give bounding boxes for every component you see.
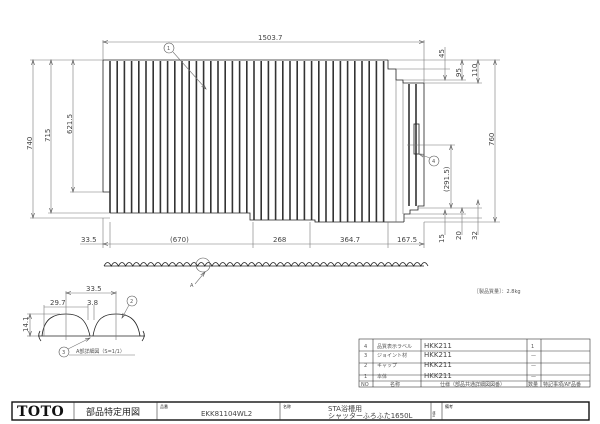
- remarks-label: 備考: [445, 403, 453, 409]
- dim-height-740: 740: [26, 137, 34, 150]
- product-name-line2: シャッターふろふた1650L: [328, 411, 413, 420]
- toto-logo: TOTO: [17, 404, 64, 420]
- part-spec-cell: HKK211: [424, 372, 452, 380]
- part-qty-cell: —: [531, 353, 536, 359]
- dim-32: 32: [471, 231, 479, 240]
- dim-167-5: 167.5: [397, 236, 417, 244]
- detail-title: A部詳細図（S=1/1）: [76, 348, 125, 355]
- section-marker-a: A: [190, 283, 194, 289]
- dim-760: 760: [488, 133, 496, 146]
- balloon-1: 1: [163, 42, 206, 89]
- detail-width-a: 29.7: [50, 299, 66, 307]
- part-qty-cell: —: [531, 374, 536, 380]
- part-qty-cell: 1: [531, 344, 534, 350]
- part-spec-cell: HKK211: [424, 351, 452, 359]
- title-block: TOTO 部品特定用図 品番 EKK81104WL2 名称 STA浴槽用 シャッ…: [11, 401, 590, 421]
- header-spec: 仕様（部品共通詳細図図番）: [440, 381, 505, 388]
- part-no: EKK81104WL2: [201, 410, 252, 418]
- dim-268: 268: [273, 236, 286, 244]
- svg-text:1: 1: [167, 46, 170, 52]
- detail-width-b: 3.8: [87, 299, 98, 307]
- svg-text:2: 2: [130, 299, 133, 305]
- detail-pitch: 33.5: [86, 285, 102, 293]
- header-qty: 数量: [528, 381, 538, 388]
- header-no: NO: [361, 382, 369, 388]
- part-no-cell: 3: [364, 353, 367, 359]
- section-strip: A: [103, 257, 429, 289]
- dimensions: 1503.7 740 715 621.5 45 95 110 760 (291.…: [26, 34, 500, 248]
- dim-110: 110: [471, 64, 479, 77]
- dim-670: (670): [170, 236, 189, 244]
- name-label: 名称: [283, 403, 291, 409]
- parts-table: 4 品質表示ラベル HKK211 1 3 ジョイント材 HKK211 — 2 キャップ HKK211…: [358, 338, 591, 388]
- svg-text:4: 4: [432, 159, 435, 165]
- weight-note: ［製品質量］：2.8kg: [474, 288, 521, 295]
- detail-height: 14.1: [22, 316, 30, 332]
- doc-type: 部品特定用図: [86, 406, 140, 418]
- dim-45: 45: [438, 49, 446, 58]
- dim-height-715: 715: [44, 129, 52, 142]
- dim-height-621-5: 621.5: [66, 114, 74, 134]
- plan-view: [102, 59, 425, 223]
- part-name-cell: 本体: [377, 373, 387, 380]
- part-spec-cell: HKK211: [424, 342, 452, 350]
- revision-label: 改訂: [432, 410, 436, 418]
- balloon-4: 4: [419, 154, 440, 167]
- part-name-cell: キャップ: [377, 363, 397, 369]
- dim-364-7: 364.7: [340, 236, 360, 244]
- dim-20: 20: [455, 231, 463, 240]
- dim-overall-width: 1503.7: [258, 34, 283, 42]
- dim-15: 15: [438, 234, 446, 243]
- header-name: 名称: [390, 381, 400, 388]
- part-no-cell: 4: [364, 344, 367, 350]
- product-name-line1: STA浴槽用: [328, 404, 362, 413]
- dim-291-5: (291.5): [443, 166, 451, 192]
- header-note: 特記事項/AF品番: [543, 381, 581, 388]
- detail-a: 33.5 29.7 3.8 14.1 2 3 A部詳細図（S=1/1）: [22, 285, 145, 358]
- part-no-cell: 1: [364, 374, 367, 380]
- shutter-slats: [109, 61, 417, 222]
- part-spec-cell: HKK211: [424, 361, 452, 369]
- part-name-cell: 品質表示ラベル: [377, 343, 412, 350]
- part-no-label: 品番: [160, 403, 168, 409]
- part-name-cell: ジョイント材: [377, 352, 407, 359]
- part-no-cell: 2: [364, 363, 367, 369]
- dim-95: 95: [455, 68, 463, 77]
- svg-text:3: 3: [62, 350, 65, 356]
- part-qty-cell: —: [531, 363, 536, 369]
- dim-33-5: 33.5: [81, 236, 97, 244]
